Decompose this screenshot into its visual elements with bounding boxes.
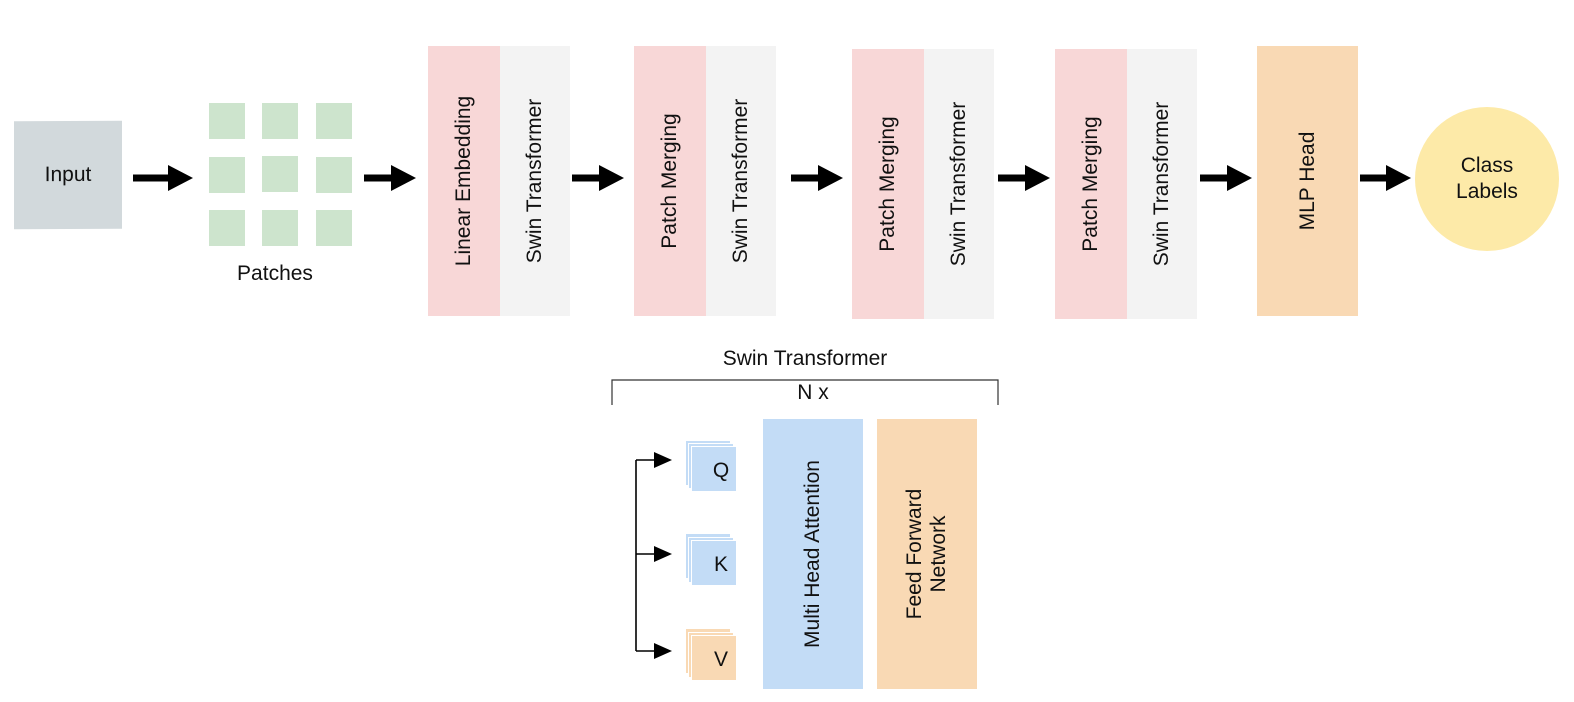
arrow-to-q (654, 452, 672, 468)
swin-transformer-block-2: Swin Transformer (706, 46, 776, 316)
patch (262, 103, 298, 139)
arrow-patches-to-embedding (364, 165, 416, 191)
patch (262, 210, 298, 246)
patch (209, 210, 245, 246)
class-labels-text: Class Labels (1456, 154, 1518, 203)
arrow-input-to-patches (133, 165, 193, 191)
feed-forward-network-block: Feed Forward Network (877, 419, 977, 689)
patch (316, 157, 352, 193)
class-labels-circle: Class Labels (1415, 107, 1559, 251)
swin-transformer-block-4: Swin Transformer (1127, 49, 1197, 319)
v-label: V (713, 648, 728, 671)
arrow-to-v (654, 643, 672, 659)
arrow-stage4-to-mlp (1200, 165, 1252, 191)
k-label: K (713, 553, 728, 576)
patch (316, 103, 352, 139)
multi-head-attention-block: Multi Head Attention (763, 419, 863, 689)
feed-forward-network-label: Feed Forward Network (903, 488, 950, 620)
patch (262, 156, 298, 192)
linear-embedding-block: Linear Embedding (428, 46, 500, 316)
patch (316, 210, 352, 246)
swin-transformer-block-3: Swin Transformer (924, 49, 994, 319)
patch-merging-block-1: Patch Merging (634, 46, 706, 316)
q-label: Q (712, 459, 730, 482)
patch-merging-block-2: Patch Merging (852, 49, 924, 319)
arrow-mlp-to-labels (1360, 165, 1411, 191)
arrow-stage1-to-stage2 (572, 165, 624, 191)
arrow-to-k (654, 546, 672, 562)
repeat-label: N x (797, 381, 829, 404)
multi-head-attention-label: Multi Head Attention (801, 460, 824, 648)
arrow-stage3-to-stage4 (998, 165, 1050, 191)
swin-transformer-block-1: Swin Transformer (500, 46, 570, 316)
detail-title: Swin Transformer (722, 347, 888, 370)
patches-label: Patches (237, 262, 313, 285)
patch (209, 157, 245, 193)
patch (209, 103, 245, 139)
mlp-head-block: MLP Head (1257, 46, 1358, 316)
patch-merging-block-3: Patch Merging (1055, 49, 1127, 319)
arrow-stage2-to-stage3 (791, 165, 843, 191)
